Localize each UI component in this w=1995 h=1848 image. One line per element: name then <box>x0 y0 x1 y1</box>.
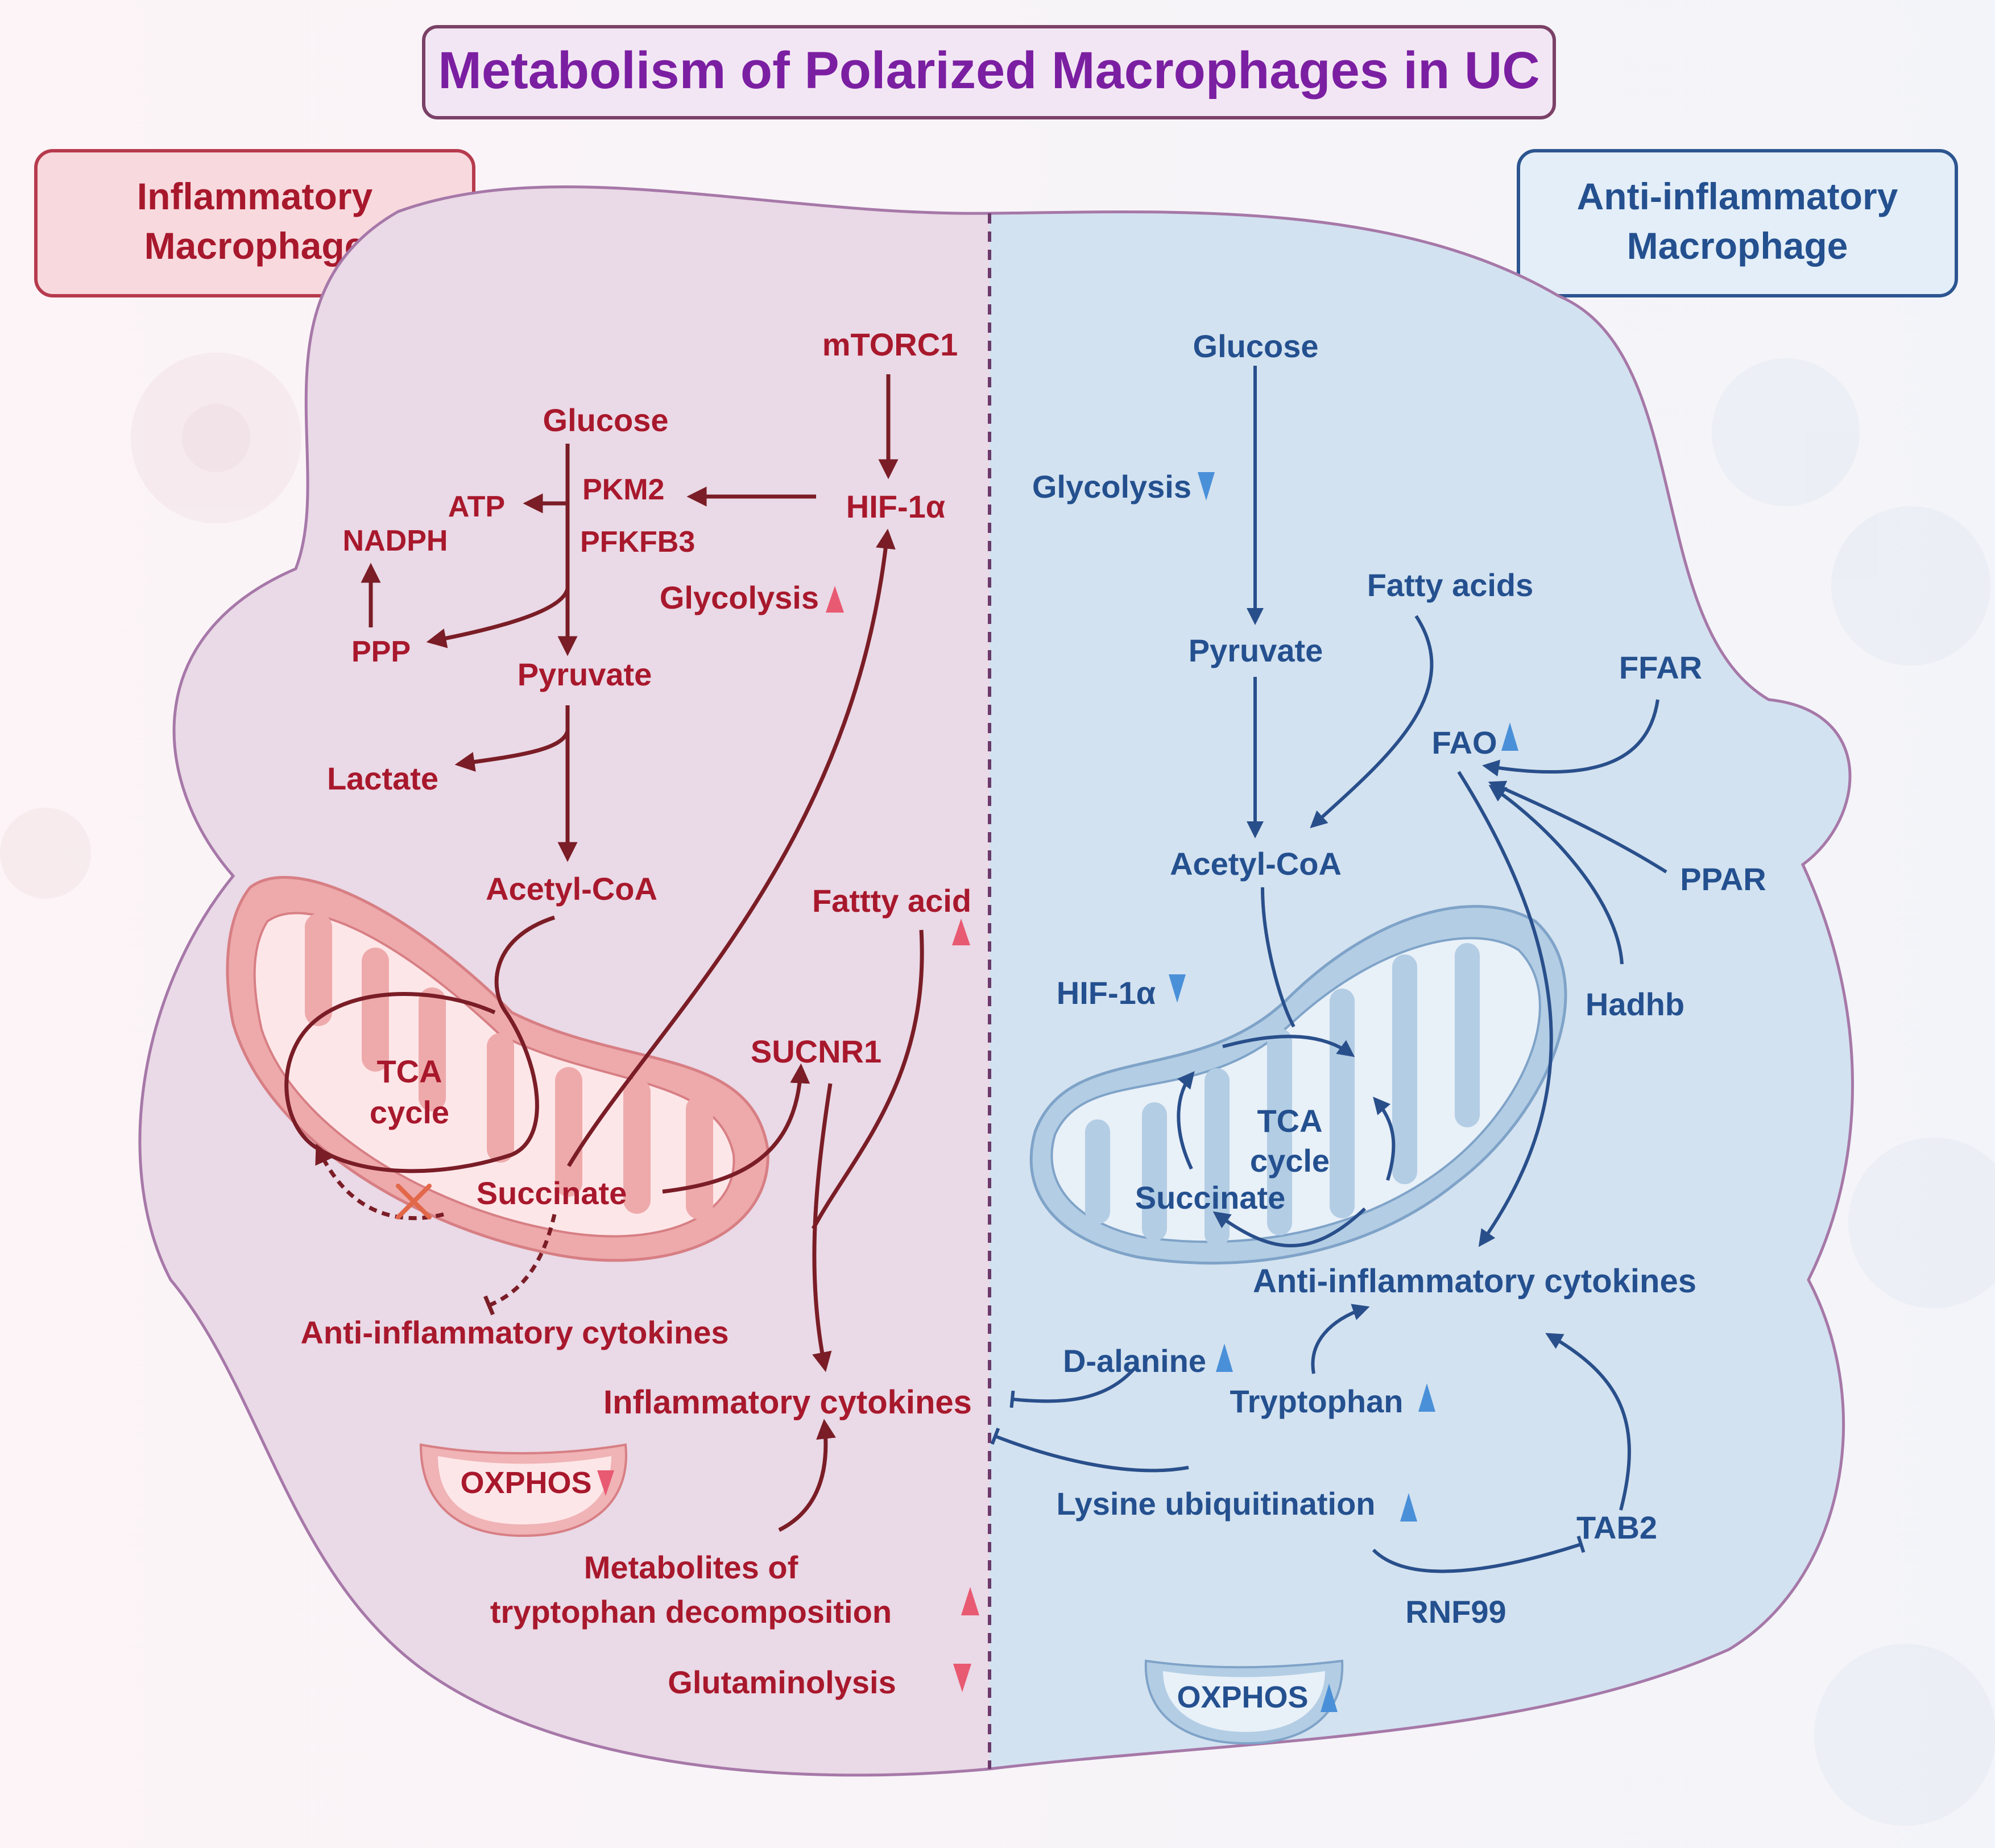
inflammatory-cytokines-label: Inflammatory cytokines <box>603 1384 972 1421</box>
sucnr1-label: SUCNR1 <box>751 1033 881 1069</box>
anti-glucose-label: Glucose <box>1193 328 1319 364</box>
metabolites-up-icon <box>961 1587 979 1615</box>
anti-mitochondrion <box>1029 905 1567 1265</box>
tca-label-line1: TCA <box>376 1053 442 1089</box>
inflammatory-oxphos-mito <box>419 1443 627 1537</box>
glycolysis-up-icon <box>826 586 844 613</box>
glutaminolysis-label: Glutaminolysis <box>668 1664 896 1700</box>
title-box <box>422 25 1556 119</box>
fatty-acid-up-icon <box>952 919 970 945</box>
pfkfb3-label: PFKFB3 <box>580 526 695 559</box>
anti-succinate-label: Succinate <box>1135 1180 1286 1216</box>
anti-oxphos-label: OXPHOS <box>1177 1680 1308 1714</box>
inflammatory-header-line1: Inflammatory <box>137 175 373 217</box>
anti-acetyl-coa-label: Acetyl-CoA <box>1170 846 1342 882</box>
indicator-triangles <box>597 472 1518 1712</box>
anti-cytokines-blue-label: Anti-inflammatory cytokines <box>1253 1263 1696 1300</box>
metabolites-label-line2: tryptophan decomposition <box>490 1594 892 1630</box>
glutaminolysis-down-icon <box>953 1664 971 1692</box>
tab2-label: TAB2 <box>1576 1510 1657 1545</box>
fatty-acid-label: Fattty acid <box>812 883 971 919</box>
rnf99-label: RNF99 <box>1405 1594 1506 1630</box>
lactate-label: Lactate <box>327 760 438 796</box>
pyruvate-label: Pyruvate <box>518 656 652 692</box>
ffar-label: FFAR <box>1619 650 1702 685</box>
anti-header-line1: Anti-inflammatory <box>1577 175 1898 217</box>
fatty-acids-label: Fatty acids <box>1367 567 1534 603</box>
tca-label-line2: cycle <box>370 1094 449 1130</box>
succinate-label: Succinate <box>477 1175 627 1211</box>
pkm2-label: PKM2 <box>582 473 664 506</box>
anti-pyruvate-label: Pyruvate <box>1189 632 1323 668</box>
mtorc1-label: mTORC1 <box>822 326 958 362</box>
ppar-label: PPAR <box>1680 861 1766 897</box>
glycolysis-label: Glycolysis <box>660 580 819 615</box>
anti-hif1a-down-icon <box>1169 974 1186 1003</box>
tca-block-mark <box>396 1184 432 1219</box>
fao-label: FAO <box>1431 725 1497 760</box>
anti-cytokines-label: Anti-inflammatory cytokines <box>300 1314 729 1350</box>
anti-glycolysis-label: Glycolysis <box>1032 469 1191 505</box>
atp-label: ATP <box>448 490 505 523</box>
hif1a-label: HIF-1α <box>846 489 945 524</box>
acetyl-coa-label: Acetyl-CoA <box>486 871 657 907</box>
lysine-up-icon <box>1400 1493 1417 1522</box>
anti-arrows <box>990 366 1667 1573</box>
inflammatory-header-line2: Macrophage <box>144 225 366 267</box>
lysine-label: Lysine ubiquitination <box>1056 1486 1375 1522</box>
ppp-label: PPP <box>351 635 411 668</box>
fao-up-icon <box>1501 722 1518 751</box>
anti-tca-label-line1: TCA <box>1257 1103 1322 1139</box>
background-cell-decorations <box>0 353 1995 1826</box>
page-title: Metabolism of Polarized Macrophages in U… <box>438 42 1539 100</box>
cell-membrane <box>138 185 1854 1777</box>
oxphos-label: OXPHOS <box>460 1466 591 1500</box>
tryptophan-label: Tryptophan <box>1230 1383 1404 1419</box>
glucose-label: Glucose <box>543 402 669 438</box>
hadhb-label: Hadhb <box>1586 986 1684 1022</box>
anti-header-box <box>1517 149 1958 297</box>
anti-oxphos-up-icon <box>1321 1684 1338 1712</box>
anti-hif1a-label: HIF-1α <box>1057 975 1156 1011</box>
anti-tca-label-line2: cycle <box>1250 1143 1330 1179</box>
anti-labels: Glucose Glycolysis Fatty acids Pyruvate … <box>1032 328 1766 1714</box>
d-alanine-label: D-alanine <box>1063 1343 1206 1379</box>
anti-oxphos-mito <box>1144 1659 1344 1745</box>
oxphos-down-icon <box>597 1470 614 1496</box>
inflammatory-labels: mTORC1 HIF-1α Glucose PKM2 PFKFB3 ATP NA… <box>300 326 971 1700</box>
d-alanine-up-icon <box>1216 1343 1233 1372</box>
anti-header-line2: Macrophage <box>1627 225 1848 267</box>
metabolites-label-line1: Metabolites of <box>584 1549 798 1585</box>
anti-glycolysis-down-icon <box>1198 472 1215 501</box>
tryptophan-up-icon <box>1418 1383 1435 1412</box>
nadph-label: NADPH <box>343 524 448 557</box>
